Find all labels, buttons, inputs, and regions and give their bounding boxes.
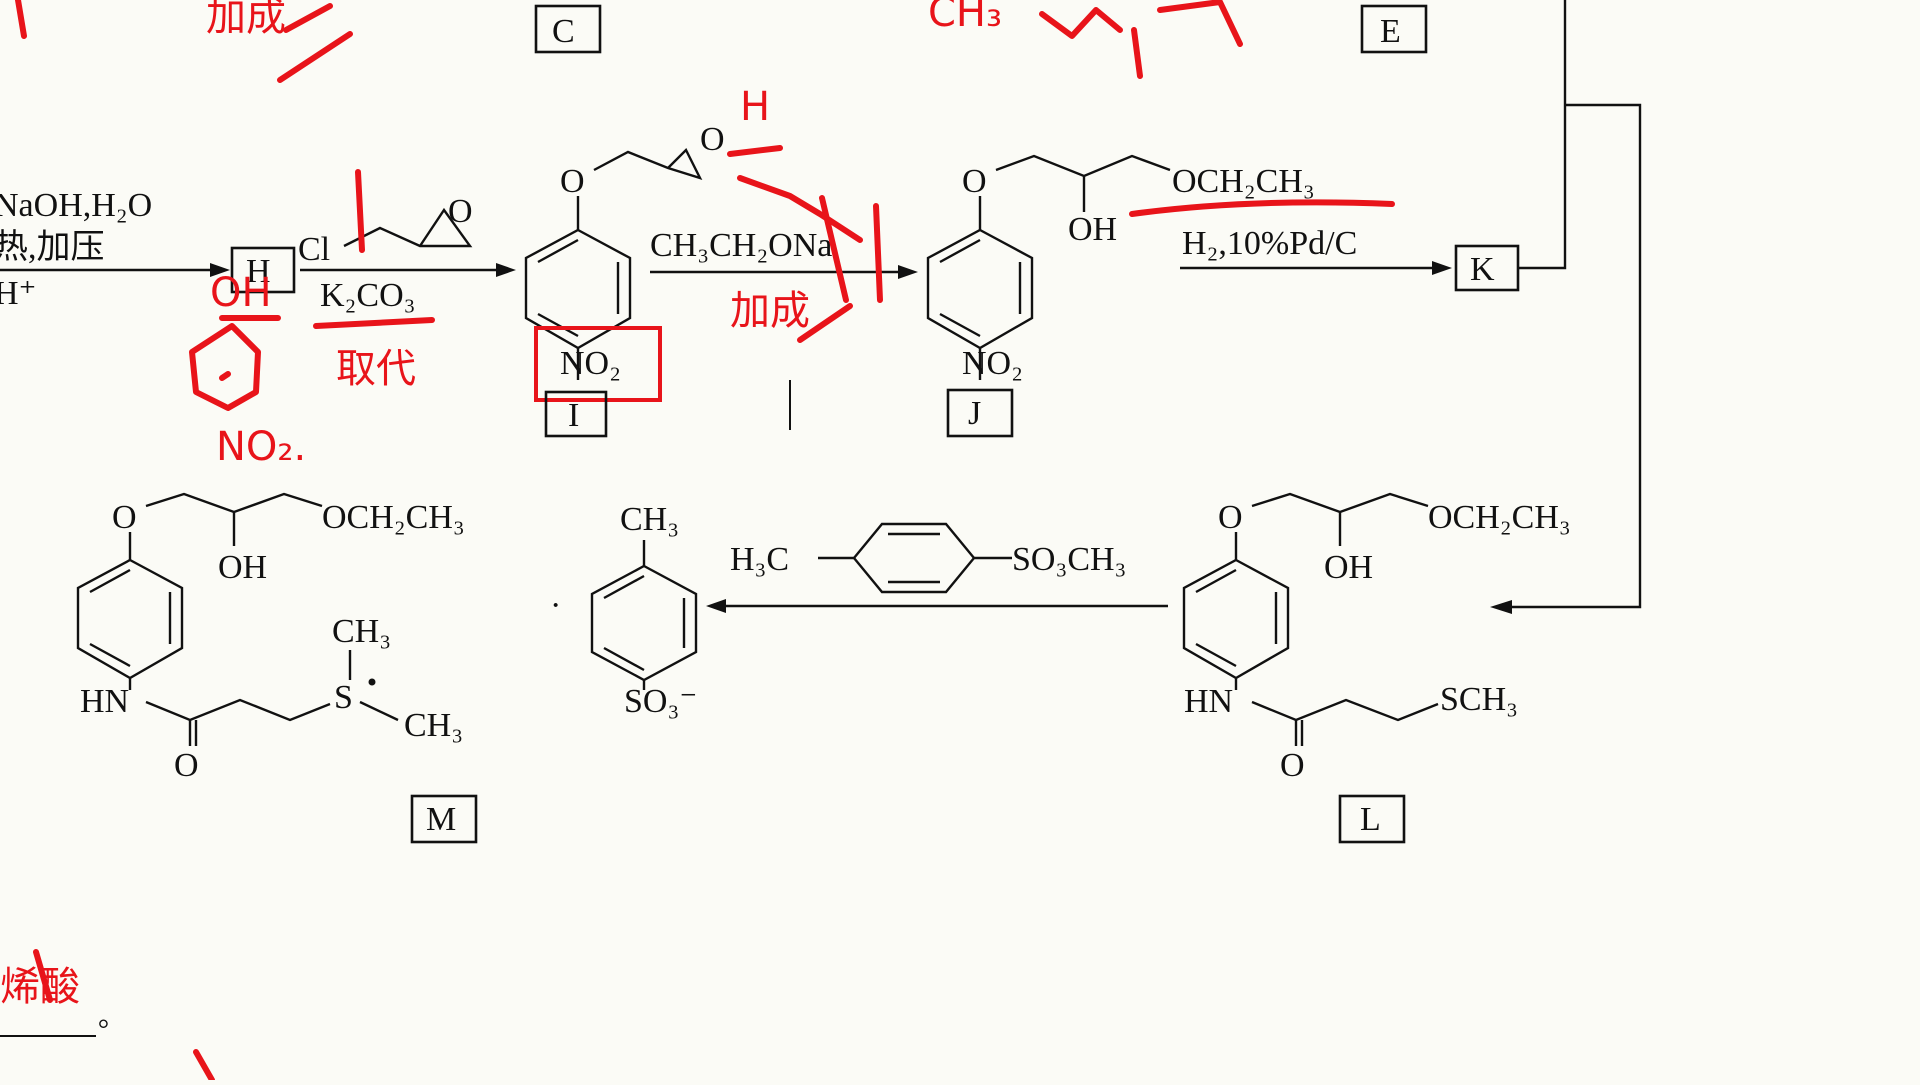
compound-L: O OH OCH₂CH₃ HN O SCH₃	[1182, 492, 1571, 784]
label-K: K	[1470, 251, 1495, 288]
M-sulfonium-dot	[368, 678, 376, 686]
M-S: S	[334, 679, 353, 716]
addition-mid-strokes	[797, 195, 883, 343]
bottom-left-strokes	[33, 949, 215, 1083]
reagent-methyl-tosylate: H₃C SO₃CH₃	[730, 522, 1126, 594]
anion-CH3: CH₃	[620, 501, 679, 538]
I-epoxide-O: O	[700, 121, 725, 158]
reagent-k2co3: K₂CO₃	[320, 277, 416, 314]
M-carbonyl-O: O	[174, 747, 199, 784]
label-I-box: I	[544, 390, 608, 438]
tosylate-H3C: H₃C	[730, 541, 789, 578]
label-L-box: L	[1338, 794, 1406, 844]
M-CH3-right: CH₃	[404, 707, 463, 744]
note-epoxide-h: H	[740, 84, 770, 130]
label-J: J	[968, 395, 981, 432]
label-H: H	[246, 253, 271, 290]
label-C: C	[552, 13, 575, 50]
reagent-cl: Cl	[298, 231, 330, 268]
M-ether-O: O	[112, 499, 137, 536]
under-h-benzene	[189, 315, 281, 411]
note-top-left-stroke	[15, 0, 353, 83]
note-top-mid: CH₃	[928, 0, 1002, 36]
label-H-box: H	[230, 246, 296, 294]
oet-underline	[1129, 199, 1395, 217]
epichlorohydrin-chain	[343, 207, 473, 248]
compound-I: O O NO₂	[524, 121, 725, 382]
reagent-ethoxide: CH₃CH₂ONa	[650, 227, 832, 264]
arrowhead-L-to-M	[706, 599, 726, 613]
L-OH: OH	[1324, 549, 1373, 586]
tosylate-SO3CH3: SO₃CH₃	[1012, 541, 1126, 578]
reagent-heat-pressure: 热,加压	[0, 228, 105, 266]
handwriting-layer: 加成 CH₃ H OH NO₂. 取代 加成 烯酸 。	[0, 0, 1395, 1083]
note-under-h-no2: NO₂.	[216, 424, 306, 470]
note-substitution: 取代	[336, 346, 416, 392]
note-under-h-oh: OH	[210, 270, 272, 316]
L-carbonyl-O: O	[1280, 747, 1305, 784]
J-OH: OH	[1068, 211, 1117, 248]
arrowhead-L	[1490, 600, 1512, 614]
h-vertical-stroke	[355, 169, 365, 253]
compound-M: O OH OCH₂CH₃ HN O S CH₃ CH₃	[76, 492, 465, 784]
I-ether-O: O	[560, 163, 585, 200]
label-C-box: C	[534, 4, 602, 54]
salt-dot: ·	[550, 587, 561, 624]
M-HN: HN	[80, 683, 129, 720]
M-CH3-top: CH₃	[332, 613, 391, 650]
arrowhead-to-H	[210, 263, 230, 277]
L-HN: HN	[1184, 683, 1233, 720]
label-K-box: K	[1454, 244, 1520, 292]
arrowhead-H-to-I	[496, 263, 516, 277]
note-top-left: 加成	[206, 0, 286, 40]
label-E: E	[1380, 13, 1401, 50]
epoxide-stroke	[727, 145, 863, 243]
reagent-naoh: NaOH,H₂O	[0, 187, 152, 224]
label-L: L	[1360, 801, 1381, 838]
reagent-acid: H⁺	[0, 275, 37, 312]
L-OEt: OCH₂CH₃	[1428, 499, 1571, 536]
connector-K-L	[1500, 103, 1642, 609]
J-ether-O: O	[962, 163, 987, 200]
label-M: M	[426, 801, 456, 838]
substitution-line	[313, 317, 435, 329]
tosylate-anion: CH₃ SO₃⁻	[590, 501, 697, 720]
M-OH: OH	[218, 549, 267, 586]
arrowhead-J-to-K	[1432, 261, 1452, 275]
compound-J: O OH OCH₂CH₃ NO₂	[926, 154, 1315, 382]
label-J-box: J	[946, 388, 1014, 438]
label-I: I	[568, 397, 579, 434]
I-nitro: NO₂	[560, 345, 621, 382]
L-ether-O: O	[1218, 499, 1243, 536]
note-top-mid-stroke	[1039, 0, 1243, 79]
highlight-nitro-box	[534, 326, 662, 402]
J-nitro: NO₂	[962, 345, 1023, 382]
L-SCH3: SCH₃	[1440, 681, 1518, 718]
note-bottom-period: 。	[98, 1002, 126, 1033]
label-E-box: E	[1360, 4, 1428, 54]
J-OEt: OCH₂CH₃	[1172, 163, 1315, 200]
arrowhead-I-to-J	[898, 265, 918, 279]
M-OEt: OCH₂CH₃	[322, 499, 465, 536]
reagent-h2-pdc: H₂,10%Pd/C	[1182, 225, 1357, 262]
note-addition-mid: 加成	[730, 288, 810, 334]
anion-SO3: SO₃⁻	[624, 683, 697, 720]
connector-E-K	[1518, 0, 1567, 270]
label-M-box: M	[410, 794, 478, 844]
epox-O-reagent: O	[448, 193, 473, 230]
